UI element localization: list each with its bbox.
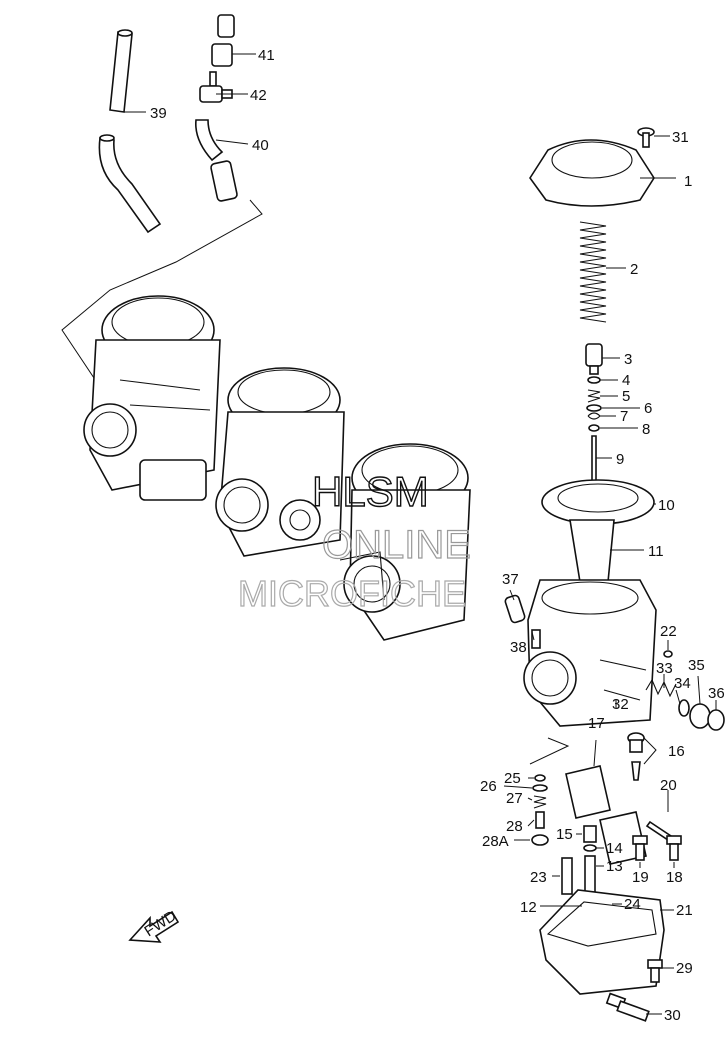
- washer-25: [534, 774, 546, 782]
- top-cap-1: [529, 139, 655, 207]
- callout-33: 33: [656, 660, 673, 677]
- drain-screw-30: [605, 992, 650, 1022]
- callout-30: 30: [664, 1007, 681, 1024]
- screw-19: [632, 835, 648, 861]
- washer-4: [587, 376, 601, 384]
- screw-29: [647, 959, 663, 983]
- jet-13: [584, 855, 596, 895]
- callout-28a: 28A: [482, 833, 509, 850]
- spring-33: [645, 678, 677, 698]
- callout-13: 13: [606, 858, 623, 875]
- cap-28a: [531, 834, 549, 846]
- float-valve-16: [627, 732, 645, 781]
- spring-5: [587, 389, 601, 403]
- leader-lines: [122, 53, 717, 1015]
- jet-15: [583, 825, 597, 843]
- screw-18: [666, 835, 682, 861]
- watermark: HLSM ONLINE MICROFICHE: [237, 467, 471, 614]
- callout-4: 4: [622, 372, 630, 389]
- float-17: [565, 765, 647, 865]
- callout-10: 10: [658, 497, 675, 514]
- fwd-arrow-icon: FWD: [128, 907, 179, 943]
- o-ring-26: [532, 784, 548, 792]
- washer-8: [588, 424, 600, 432]
- callout-16: 16: [668, 743, 685, 760]
- screw-38: [531, 629, 541, 649]
- callout-31: 31: [672, 129, 689, 146]
- callout-14: 14: [606, 840, 623, 857]
- callout-9: 9: [616, 451, 624, 468]
- callout-20: 20: [660, 777, 677, 794]
- callout-18: 18: [666, 869, 683, 886]
- callout-22: 22: [660, 623, 677, 640]
- spring-2: [579, 221, 607, 323]
- watermark-line-2: ONLINE: [322, 523, 471, 567]
- callout-15: 15: [556, 826, 573, 843]
- callout-19: 19: [632, 869, 649, 886]
- callout-40: 40: [252, 137, 269, 154]
- callout-27: 27: [506, 790, 523, 807]
- callout-labels: 1 2 3 4 5 6 7 8 9 10 11 12 13 14 15 16 1…: [150, 47, 725, 1024]
- callout-3: 3: [624, 351, 632, 368]
- callout-36: 36: [708, 685, 725, 702]
- needle-holder-3: [585, 343, 603, 375]
- hose-37: [504, 594, 526, 624]
- callout-24: 24: [624, 896, 641, 913]
- callout-28: 28: [506, 818, 523, 835]
- washer-6: [586, 404, 602, 412]
- callout-2: 2: [630, 261, 638, 278]
- jet-23: [561, 857, 573, 895]
- callout-17: 17: [588, 715, 605, 732]
- hose-39: [98, 29, 162, 234]
- carburetor-body: [523, 579, 657, 727]
- callout-41: 41: [258, 47, 275, 64]
- carburetor-assembly-right: [339, 443, 471, 641]
- screw-35: [689, 703, 711, 729]
- callout-23: 23: [530, 869, 547, 886]
- callout-35: 35: [688, 657, 705, 674]
- float-chamber-21: [539, 889, 665, 995]
- spring-27: [533, 795, 547, 809]
- hose-joint-40-41-42: [195, 14, 238, 202]
- callout-42: 42: [250, 87, 267, 104]
- carburetor-assembly-middle: [215, 367, 345, 557]
- callout-32: 32: [612, 696, 629, 713]
- callout-25: 25: [504, 770, 521, 787]
- diaphragm-10: [541, 479, 655, 525]
- callout-38: 38: [510, 639, 527, 656]
- callout-39: 39: [150, 105, 167, 122]
- callout-6: 6: [644, 400, 652, 417]
- carburetor-assembly-left: [83, 295, 221, 501]
- callout-26: 26: [480, 778, 497, 795]
- screw-22: [663, 650, 673, 658]
- callout-7: 7: [620, 408, 628, 425]
- callout-5: 5: [622, 388, 630, 405]
- callout-11: 11: [648, 543, 664, 560]
- callout-12: 12: [520, 899, 537, 916]
- o-ring-34: [678, 699, 690, 717]
- fwd-label: FWD: [141, 907, 179, 940]
- screw-31: [637, 127, 655, 148]
- watermark-line-3: MICROFICHE: [238, 573, 466, 614]
- callout-21: 21: [676, 902, 693, 919]
- piston-11: [569, 519, 615, 583]
- screw-28: [535, 811, 545, 829]
- cap-36: [707, 709, 725, 731]
- watermark-line-1: HLSM: [312, 468, 429, 515]
- clip-7: [587, 412, 601, 420]
- o-ring-14: [583, 844, 597, 852]
- callout-37: 37: [502, 571, 519, 588]
- callout-8: 8: [642, 421, 650, 438]
- callout-1: 1: [684, 173, 692, 190]
- callout-34: 34: [674, 675, 691, 692]
- callout-29: 29: [676, 960, 693, 977]
